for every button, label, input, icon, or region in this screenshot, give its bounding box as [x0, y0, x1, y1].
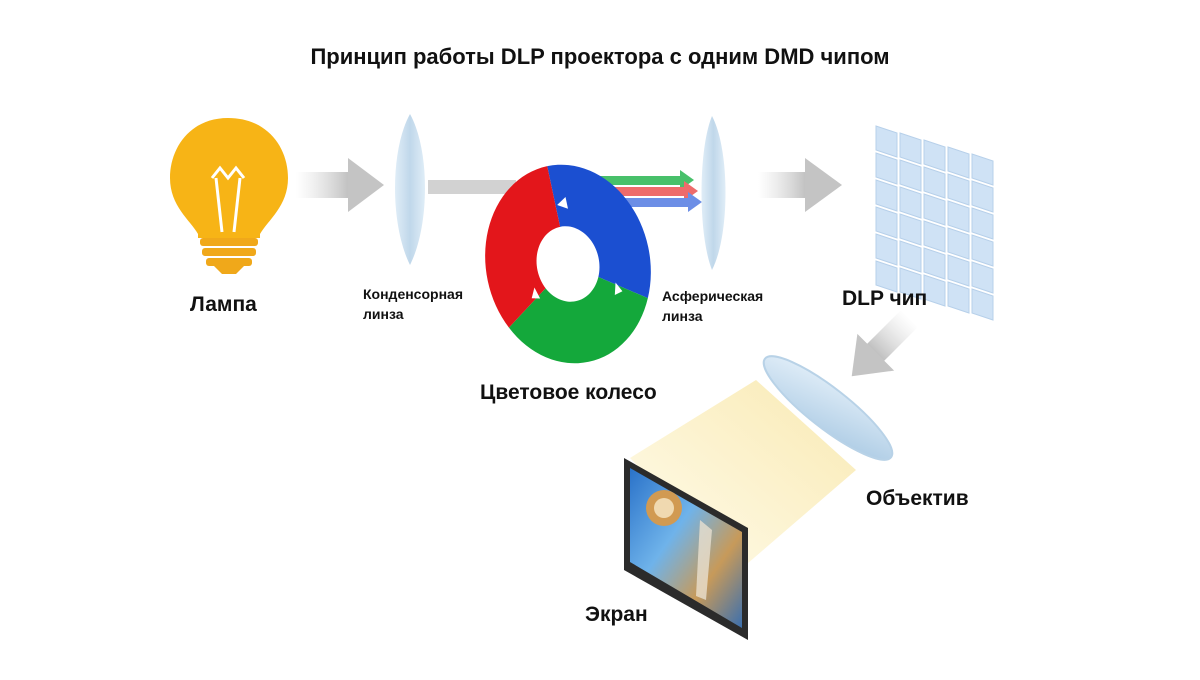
chip-mirror-cell [875, 179, 898, 212]
chip-mirror-cell [971, 288, 994, 321]
lamp-label: Лампа [190, 293, 257, 316]
projection-beam [630, 380, 856, 570]
chip-mirror-cell [947, 254, 970, 287]
chip-mirror-cell [971, 261, 994, 294]
chip-mirror-cell [875, 125, 898, 158]
chip-mirror-cell [875, 206, 898, 239]
chip-mirror-cell [947, 200, 970, 233]
light-arrow-3 [851, 309, 919, 377]
aspheric-lens-label-line2: линза [662, 308, 703, 324]
chip-mirror-cell [971, 207, 994, 240]
chip-mirror-cell [947, 146, 970, 179]
aspheric-lens-label-line1: Асферическая [662, 288, 764, 304]
condenser-lens-label-line2: линза [363, 306, 404, 322]
dlp-chip-icon [875, 125, 994, 321]
light-arrow-1 [296, 158, 384, 212]
rgb-beams [566, 170, 702, 212]
chip-mirror-cell [923, 193, 946, 226]
chip-mirror-cell [899, 159, 922, 192]
chip-mirror-cell [899, 240, 922, 273]
chip-mirror-cell [875, 152, 898, 185]
objective-lens-icon [762, 355, 894, 461]
dlp-chip-label: DLP чип [842, 287, 928, 310]
light-bulb-icon [170, 118, 288, 274]
light-arrow-2 [758, 158, 842, 212]
beam-to-wheel [428, 180, 516, 194]
condenser-lens-label-line1: Конденсорная [363, 286, 463, 302]
chip-mirror-cell [875, 233, 898, 266]
chip-mirror-cell [899, 267, 922, 300]
chip-mirror-cell [947, 227, 970, 260]
screen-icon [624, 458, 748, 640]
chip-mirror-cell [899, 186, 922, 219]
objective-label: Объектив [866, 487, 969, 510]
chip-mirror-cell [947, 281, 970, 314]
chip-mirror-cell [899, 213, 922, 246]
screen-label: Экран [585, 603, 648, 626]
page-title: Принцип работы DLP проектора с одним DMD… [310, 44, 890, 69]
aspheric-lens-label: Асферическая линза [662, 286, 763, 326]
condenser-lens-icon [395, 114, 425, 265]
chip-mirror-cell [947, 173, 970, 206]
chip-mirror-cell [899, 132, 922, 165]
chip-mirror-cell [923, 220, 946, 253]
chip-mirror-cell [923, 139, 946, 172]
condenser-lens-label: Конденсорная линза [363, 284, 463, 324]
chip-mirror-cell [971, 153, 994, 186]
chip-mirror-cell [923, 166, 946, 199]
color-wheel-icon [485, 164, 651, 364]
chip-mirror-cell [875, 260, 898, 293]
chip-mirror-cell [971, 234, 994, 267]
aspheric-lens-icon [701, 116, 726, 270]
color-wheel-label: Цветовое колесо [480, 381, 657, 404]
chip-mirror-cell [923, 247, 946, 280]
chip-mirror-cell [923, 274, 946, 307]
chip-mirror-cell [971, 180, 994, 213]
